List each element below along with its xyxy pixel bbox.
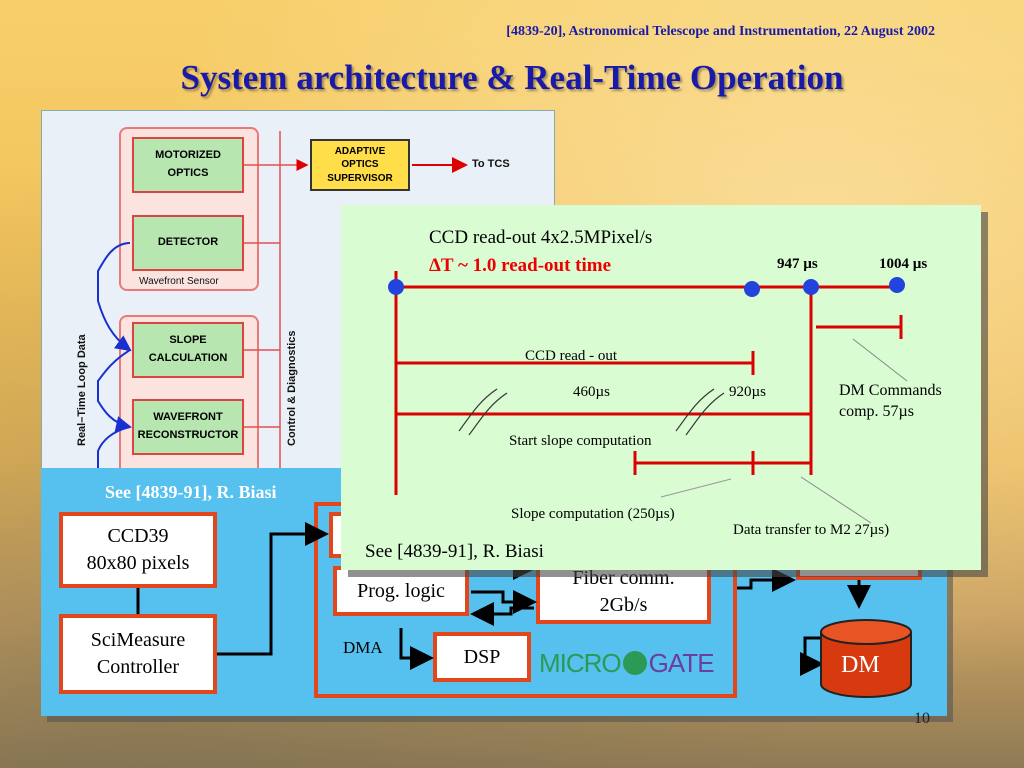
time-920-label: 920µs — [729, 384, 766, 400]
dsp-box: DSP — [433, 632, 531, 682]
time-460-label: 460µs — [573, 384, 610, 400]
slope-computation-label: Slope computation (250µs) — [511, 506, 675, 522]
start-slope-label: Start slope computation — [509, 433, 652, 449]
prog-logic-box: Prog. logic — [333, 566, 469, 616]
delta-t-label: ΔT ~ 1.0 read-out time — [429, 255, 612, 276]
time-1004-label: 1004 µs — [879, 256, 928, 272]
detector-box: DETECTOR — [132, 215, 244, 271]
see-reference-green: See [4839-91], R. Biasi — [365, 541, 544, 562]
data-transfer-label: Data transfer to M2 27µs) — [733, 522, 890, 538]
page-number: 10 — [914, 710, 930, 727]
control-diagnostics-label: Control & Diagnostics — [286, 330, 298, 446]
wavefront-sensor-label: Wavefront Sensor — [139, 276, 219, 287]
ccd-readout-rate: CCD read-out 4x2.5MPixel/s — [429, 227, 653, 248]
dm-cylinder — [820, 619, 912, 698]
time-947-label: 947 µs — [777, 256, 818, 272]
timing-lines — [388, 271, 908, 524]
see-reference-blue: See [4839-91], R. Biasi — [105, 482, 277, 502]
page-title: System architecture & Real-Time Operatio… — [180, 58, 844, 97]
dma-label: DMA — [343, 638, 383, 657]
ccd-read-out-label: CCD read - out — [525, 348, 618, 364]
timing-diagram-panel: CCD read-out 4x2.5MPixel/s ΔT ~ 1.0 read… — [341, 205, 981, 570]
to-tcs-label: To TCS — [472, 158, 510, 170]
conference-reference: [4839-20], Astronomical Telescope and In… — [506, 24, 935, 39]
realtime-loop-data-label: Real–Time Loop Data — [76, 334, 88, 446]
architecture-connectors — [97, 131, 468, 471]
dm-label: DM — [841, 652, 880, 678]
